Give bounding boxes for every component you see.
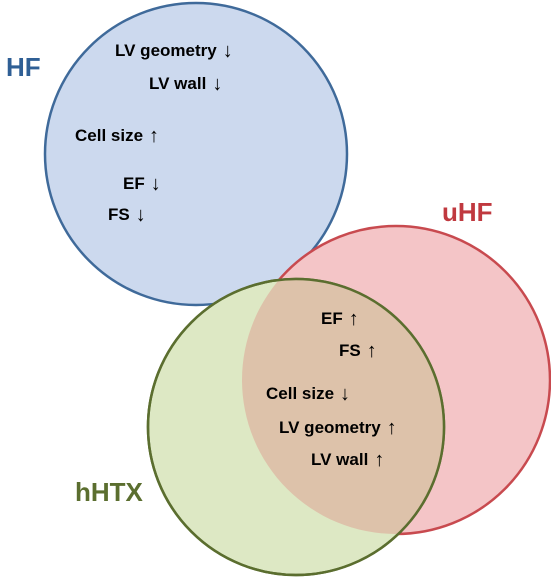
overlap-item-text: LV geometry (279, 418, 381, 437)
overlap-region (242, 279, 444, 534)
hf-item: FS ↓ (108, 205, 146, 225)
hf-item-text: Cell size (75, 126, 144, 145)
down-arrow-icon: ↓ (212, 73, 223, 95)
hf-item: Cell size ↑ (75, 126, 159, 146)
overlap-item-text: Cell size (266, 384, 335, 403)
overlap-item-text: EF (321, 309, 343, 328)
up-arrow-icon: ↑ (386, 417, 397, 439)
overlap-item: Cell size ↓ (266, 384, 350, 404)
hhtx-set-label: hHTX (75, 477, 143, 507)
hf-item: LV geometry ↓ (115, 41, 233, 61)
up-arrow-icon: ↑ (374, 449, 385, 471)
down-arrow-icon: ↓ (150, 173, 161, 195)
hf-item-text: LV wall (149, 74, 207, 93)
overlap-item: LV wall ↑ (311, 450, 384, 470)
hf-item: LV wall ↓ (149, 74, 222, 94)
overlap-item-text: FS (339, 341, 361, 360)
hf-circle (43, 1, 349, 307)
hhtx-outline (146, 277, 446, 577)
down-arrow-icon: ↓ (340, 383, 351, 405)
overlap-item: FS ↑ (339, 341, 377, 361)
up-arrow-icon: ↑ (366, 340, 377, 362)
hf-item: EF ↓ (123, 174, 161, 194)
down-arrow-icon: ↓ (222, 40, 233, 62)
overlap-item-text: LV wall (311, 450, 369, 469)
up-arrow-icon: ↑ (149, 125, 160, 147)
hf-item-text: FS (108, 205, 130, 224)
hf-item-text: LV geometry (115, 41, 217, 60)
overlap-item: EF ↑ (321, 309, 359, 329)
overlap-item: LV geometry ↑ (279, 418, 397, 438)
uhf-set-label: uHF (442, 197, 493, 227)
hf-set-label: HF (6, 52, 41, 82)
hf-item-text: EF (123, 174, 145, 193)
down-arrow-icon: ↓ (135, 204, 146, 226)
up-arrow-icon: ↑ (348, 308, 359, 330)
